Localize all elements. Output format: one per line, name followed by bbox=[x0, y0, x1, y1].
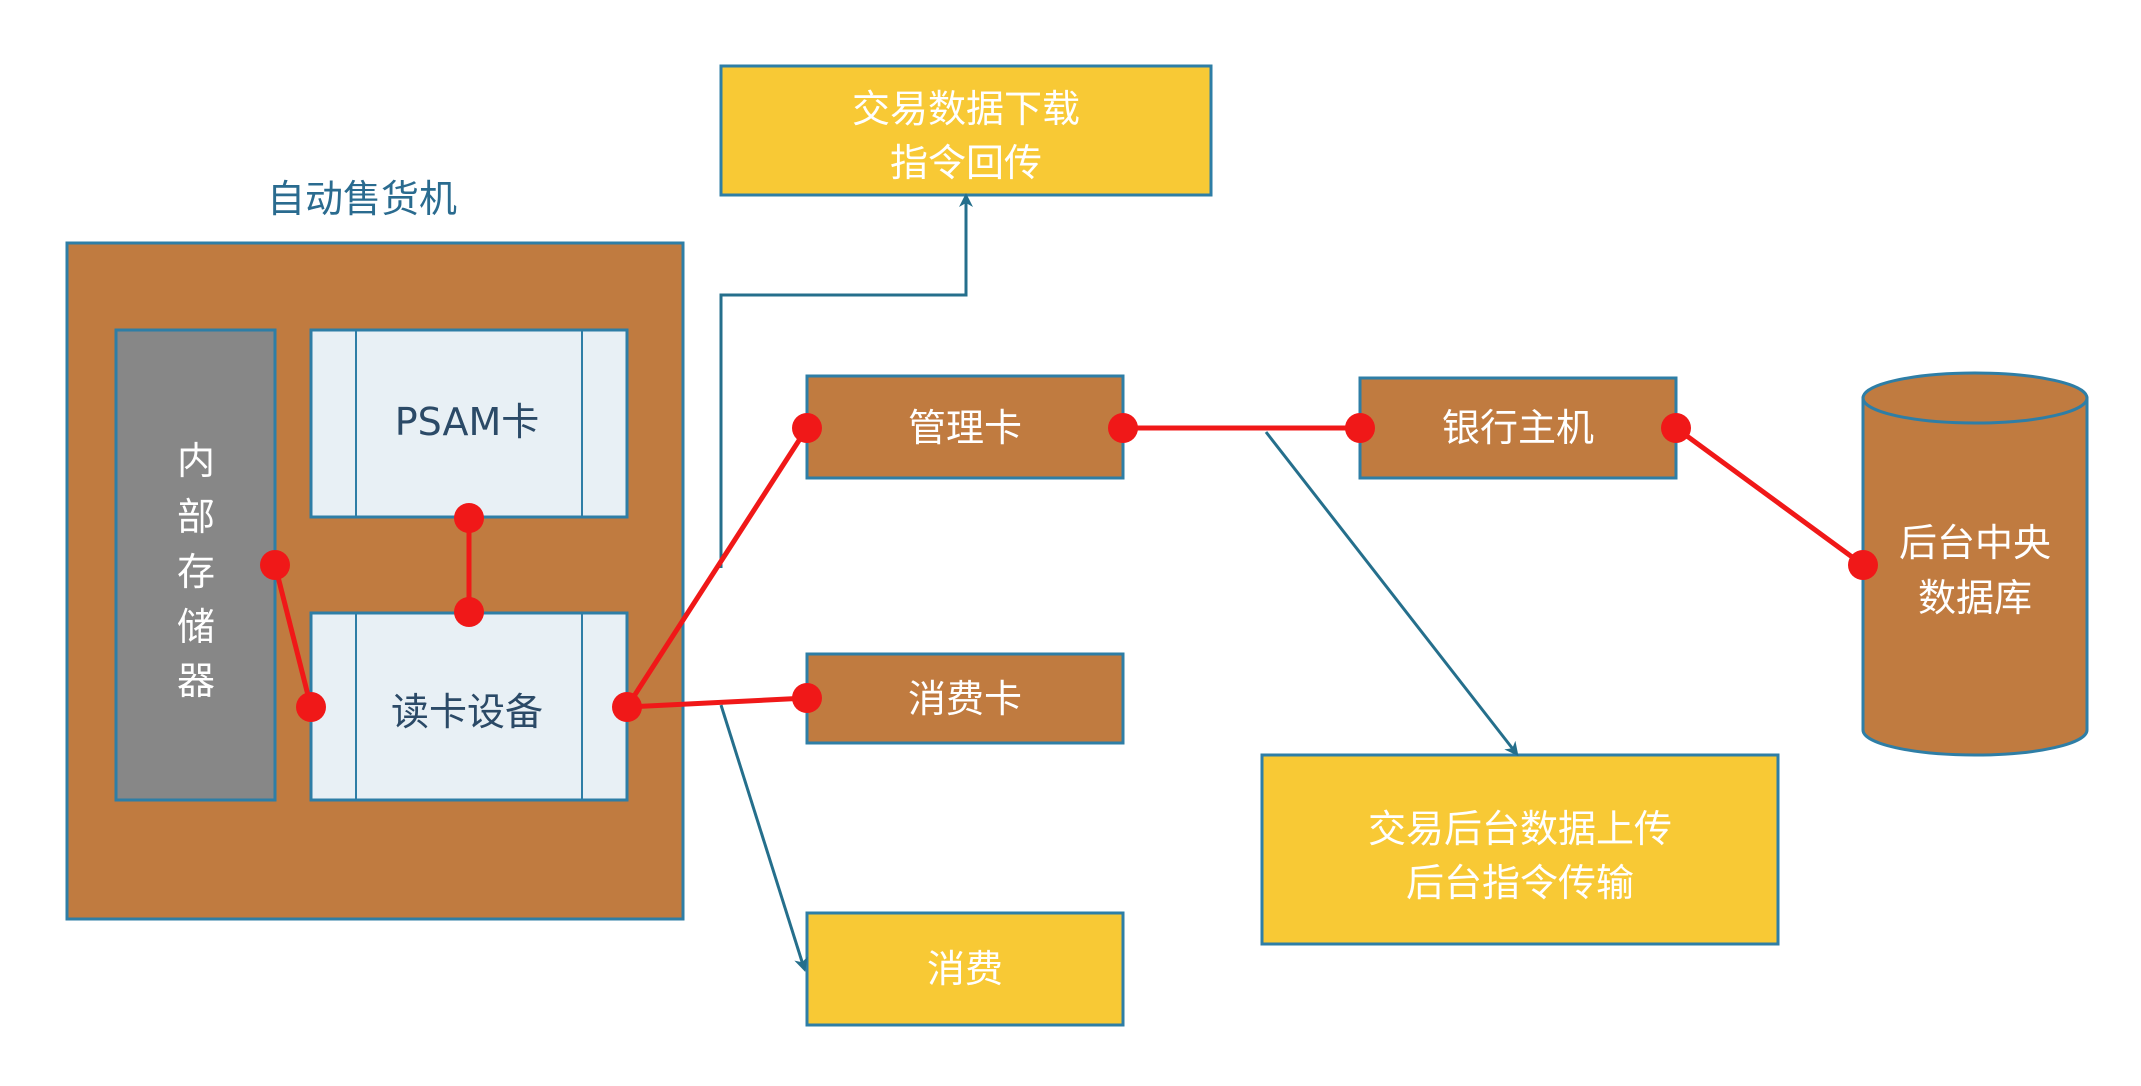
central-database-line-2: 数据库 bbox=[1918, 576, 2032, 620]
arrow-to-download-flow bbox=[719, 193, 973, 568]
central-database-line-1: 后台中央 bbox=[1899, 521, 2051, 565]
connector-dot bbox=[1108, 413, 1138, 443]
upload-flow-line-2: 后台指令传输 bbox=[1406, 861, 1634, 905]
consumption-card-label: 消费卡 bbox=[908, 677, 1022, 721]
consumption-card-box bbox=[805, 652, 1125, 745]
connector-dot bbox=[1345, 413, 1375, 443]
management-card-label: 管理卡 bbox=[908, 406, 1022, 450]
connector-dot bbox=[296, 692, 326, 722]
connector-dot bbox=[454, 597, 484, 627]
link-reader-management-card bbox=[624, 426, 810, 709]
psam-card-box bbox=[309, 328, 629, 519]
connector-dot bbox=[612, 692, 642, 722]
consume-flow-box bbox=[805, 911, 1125, 1027]
bank-host-box bbox=[1358, 376, 1678, 480]
card-reader-label: 读卡设备 bbox=[391, 690, 543, 734]
connector-dot bbox=[454, 503, 484, 533]
arrow-to-consume-flow bbox=[719, 704, 808, 972]
internal-storage-box bbox=[114, 328, 277, 802]
upload-flow-line-1: 交易后台数据上传 bbox=[1368, 807, 1672, 851]
download-flow-line-1: 交易数据下载 bbox=[852, 87, 1080, 131]
internal-storage-char-4: 储 bbox=[177, 605, 215, 649]
internal-storage-char-2: 部 bbox=[177, 495, 215, 539]
link-storage-reader bbox=[272, 564, 314, 708]
vending-machine-title: 自动售货机 bbox=[267, 177, 457, 221]
link-reader-consumption-card bbox=[626, 695, 808, 710]
download-flow-line-2: 指令回传 bbox=[890, 141, 1042, 185]
internal-storage-char-1: 内 bbox=[177, 439, 215, 483]
bank-host-label: 银行主机 bbox=[1442, 406, 1594, 450]
download-flow-box bbox=[719, 64, 1213, 197]
central-database-cylinder bbox=[1861, 371, 2089, 757]
consume-flow-label: 消费 bbox=[927, 947, 1003, 991]
arrow-to-upload-flow bbox=[1264, 431, 1519, 757]
connector-dot bbox=[1848, 550, 1878, 580]
connector-dot bbox=[1661, 413, 1691, 443]
internal-storage-char-3: 存 bbox=[177, 550, 215, 594]
connector-dot bbox=[792, 413, 822, 443]
connector-dot bbox=[260, 550, 290, 580]
link-bank-database bbox=[1674, 425, 1865, 568]
internal-storage-char-5: 器 bbox=[177, 659, 215, 703]
connector-dot bbox=[792, 683, 822, 713]
upload-flow-box bbox=[1260, 753, 1780, 946]
psam-card-label: PSAM卡 bbox=[395, 400, 540, 444]
